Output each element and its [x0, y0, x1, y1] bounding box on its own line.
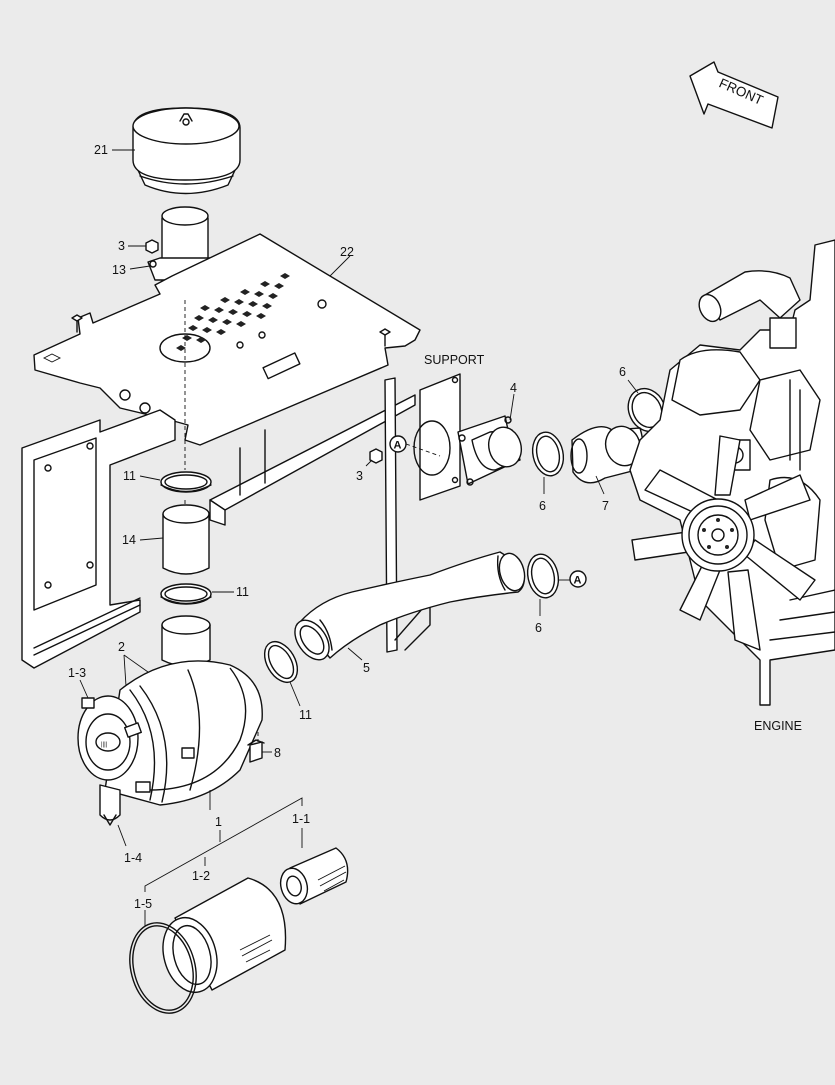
- plate-hole: [194, 315, 204, 321]
- label-4: 4: [510, 381, 517, 395]
- label-8: 8: [274, 746, 281, 760]
- plate-hole: [234, 299, 244, 305]
- label-1: 1: [215, 815, 222, 829]
- reference-a-icon: A: [569, 570, 587, 588]
- part-11-clamp-side: [263, 641, 299, 683]
- part-5-intake-hose: [294, 551, 526, 661]
- label-21: 21: [94, 143, 108, 157]
- label-3-mid: 3: [356, 469, 363, 483]
- label-6-c: 6: [619, 365, 626, 379]
- plate-hole: [260, 281, 270, 287]
- part-3-bolt-support: [369, 448, 383, 464]
- part-6-clamp-1: [531, 431, 565, 477]
- part-11-clamp-middle: [160, 583, 212, 605]
- plate-hole: [188, 325, 198, 331]
- plate-hole: [220, 297, 230, 303]
- label-6-a: 6: [539, 499, 546, 513]
- engine-fan: [631, 435, 816, 651]
- support-label: SUPPORT: [424, 353, 485, 367]
- reference-a-icon: A: [389, 435, 441, 457]
- plate-hole: [200, 305, 210, 311]
- plate-hole: [214, 307, 224, 313]
- part-21-rain-cap: [132, 107, 241, 195]
- label-5: 5: [363, 661, 370, 675]
- part-3-bolt: [145, 239, 159, 254]
- part-22-cover-plate: [33, 233, 421, 446]
- part-7-elbow-hose: [570, 425, 644, 484]
- plate-hole: [248, 301, 258, 307]
- plate-hole: [176, 345, 186, 351]
- plate-hole-grid: [176, 273, 290, 351]
- label-6-b: 6: [535, 621, 542, 635]
- label-13: 13: [112, 263, 126, 277]
- part-1-leader-tree: [144, 797, 303, 892]
- part-1-5-o-ring: [129, 922, 197, 1014]
- engine-label: ENGINE: [754, 719, 802, 733]
- plate-hole: [268, 293, 278, 299]
- ref-a-left: A: [394, 440, 402, 452]
- label-14: 14: [122, 533, 136, 547]
- plate-hole: [208, 317, 218, 323]
- plate-hole: [274, 283, 284, 289]
- front-arrow-icon: FRONT: [689, 61, 779, 129]
- label-1-4: 1-4: [124, 851, 142, 865]
- part-2-air-cleaner: ||||: [77, 615, 265, 826]
- plate-hole: [240, 289, 250, 295]
- label-1-1: 1-1: [292, 812, 310, 826]
- plate-hole: [242, 311, 252, 317]
- part-1-1-safety-filter: [279, 847, 349, 905]
- plate-hole: [202, 327, 212, 333]
- part-14-hose-sleeve: [162, 504, 210, 575]
- label-11-side: 11: [299, 708, 312, 722]
- svg-text:||||: ||||: [101, 742, 108, 748]
- label-1-3: 1-3: [68, 666, 86, 680]
- label-3-top: 3: [118, 239, 125, 253]
- plate-hole: [254, 291, 264, 297]
- plate-hole: [236, 321, 246, 327]
- plate-hole: [182, 335, 192, 341]
- support-frame: [21, 373, 461, 669]
- plate-hole: [228, 309, 238, 315]
- plate-hole: [262, 303, 272, 309]
- label-11-upper: 11: [123, 469, 136, 483]
- label-2: 2: [118, 640, 125, 654]
- label-1-2: 1-2: [192, 869, 210, 883]
- plate-hole: [222, 319, 232, 325]
- plate-hole: [216, 329, 226, 335]
- part-6-clamp-2: [526, 553, 560, 599]
- part-1-2-main-filter: [162, 877, 287, 994]
- part-4-flange: [457, 415, 522, 486]
- label-1-5: 1-5: [134, 897, 152, 911]
- label-11-middle: 11: [236, 585, 249, 599]
- plate-hole: [196, 337, 206, 343]
- label-22: 22: [340, 245, 354, 259]
- plate-hole: [280, 273, 290, 279]
- plate-hole: [256, 313, 266, 319]
- ref-a-right: A: [574, 575, 582, 587]
- part-11-clamp-upper: [160, 471, 212, 493]
- label-7: 7: [602, 499, 609, 513]
